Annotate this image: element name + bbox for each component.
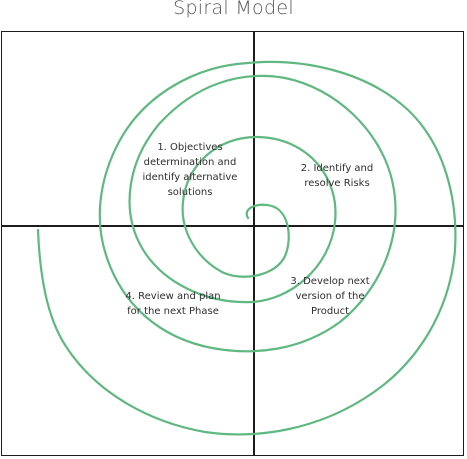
quadrant-2-line-1: 2. Identify and: [300, 163, 374, 174]
quadrant-1-line-3: identify alternative: [142, 172, 238, 183]
quadrant-2-line-2: resolve Risks: [304, 178, 370, 189]
spiral-path: [36, 60, 457, 436]
quadrant-1-line-2: determination and: [143, 157, 237, 168]
diagram-title: Spiral Model: [173, 0, 294, 19]
quadrant-3-label: 3. Develop next version of the Product: [278, 274, 382, 319]
quadrant-1-line-1: 1. Objectives: [157, 142, 223, 153]
quadrant-1-label: 1. Objectives determination and identify…: [138, 140, 242, 200]
vertical-axis: [253, 31, 255, 456]
horizontal-axis: [1, 225, 464, 227]
quadrant-3-line-2: version of the: [295, 291, 365, 302]
quadrant-4-line-2: for the next Phase: [127, 306, 219, 317]
diagram-frame: [1, 31, 464, 456]
quadrant-3-line-3: Product: [311, 306, 349, 317]
quadrant-4-label: 4. Review and plan for the next Phase: [118, 289, 228, 319]
quadrant-1-line-4: solutions: [167, 187, 213, 198]
quadrant-2-label: 2. Identify and resolve Risks: [287, 161, 387, 191]
quadrant-3-line-1: 3. Develop next: [290, 276, 370, 287]
quadrant-4-line-1: 4. Review and plan: [125, 291, 221, 302]
